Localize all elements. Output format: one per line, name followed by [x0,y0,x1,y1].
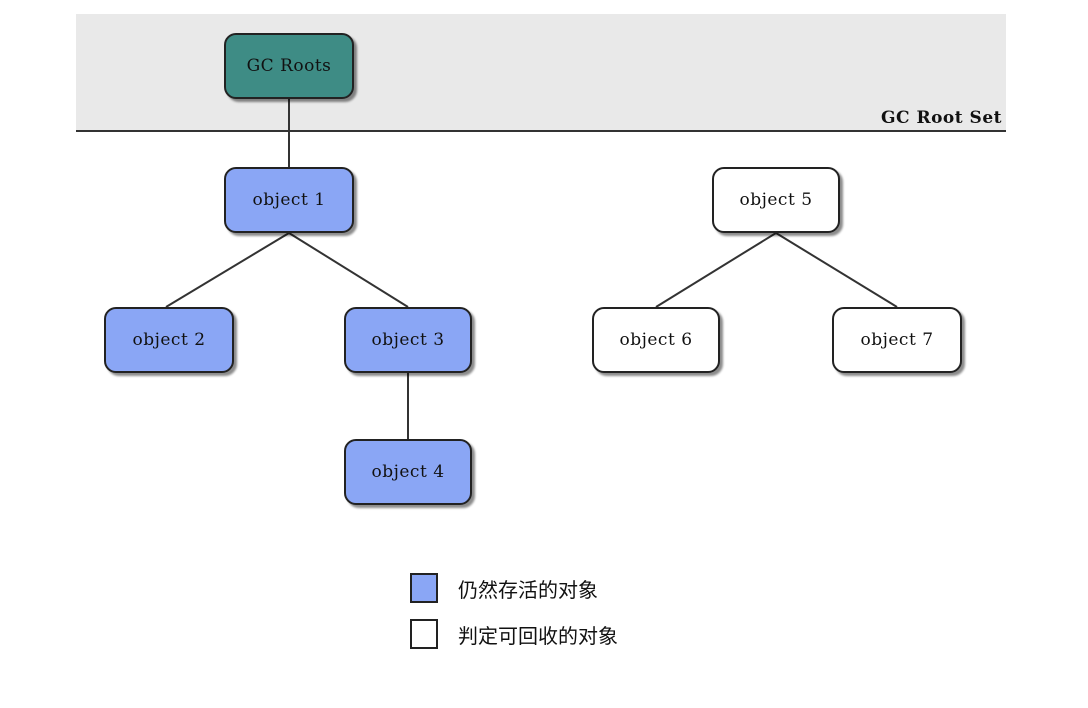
edge-object1-object3 [288,232,409,308]
node-object-7: object 7 [832,307,962,373]
legend-item-garbage: 判定可回收的对象 [410,618,618,650]
legend-swatch-garbage [410,619,438,649]
edge-object5-object6 [655,232,777,308]
legend: 仍然存活的对象 判定可回收的对象 [410,572,618,664]
legend-label-alive: 仍然存活的对象 [458,577,598,602]
legend-label-garbage: 判定可回收的对象 [458,623,618,648]
node-gc-roots: GC Roots [224,33,354,99]
node-object-1: object 1 [224,167,354,233]
node-object-3: object 3 [344,307,472,373]
node-object-2: object 2 [104,307,234,373]
node-object-3-label: object 3 [371,330,445,350]
node-object-6-label: object 6 [619,330,693,350]
node-object-2-label: object 2 [132,330,206,350]
node-object-6: object 6 [592,307,720,373]
legend-item-alive: 仍然存活的对象 [410,572,618,604]
node-object-7-label: object 7 [860,330,934,350]
gc-root-set-label: GC Root Set [881,108,1002,128]
node-object-4: object 4 [344,439,472,505]
node-object-5-label: object 5 [739,190,813,210]
edge-object5-object7 [775,232,898,308]
node-object-4-label: object 4 [371,462,445,482]
legend-swatch-alive [410,573,438,603]
node-object-1-label: object 1 [252,190,326,210]
edge-object1-object2 [165,232,290,308]
node-gc-roots-label: GC Roots [246,56,332,76]
node-object-5: object 5 [712,167,840,233]
